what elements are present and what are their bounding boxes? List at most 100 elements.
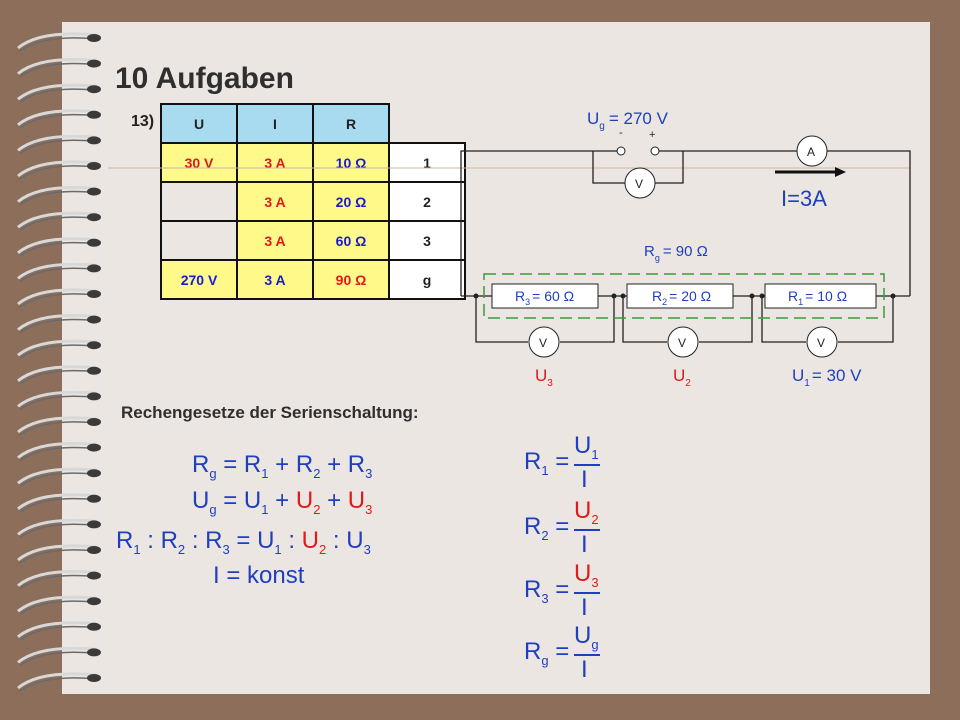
cell-index: 3 (388, 220, 466, 261)
cell-r: 10 Ω (312, 142, 390, 183)
ammeter-symbol: A (807, 145, 815, 159)
spiral-ring (17, 570, 97, 587)
spiral-ring (17, 595, 97, 613)
table-row: 3 A 60 Ω 3 (160, 220, 466, 261)
plus-sign: + (649, 129, 655, 141)
binding-hole (87, 674, 101, 682)
rg-dashed-box (483, 273, 885, 319)
spiral-ring (17, 186, 97, 203)
binding-hole (87, 136, 101, 145)
cell-i: 3 A (236, 220, 314, 261)
spiral-ring (17, 314, 97, 331)
u2-label: U2 (673, 366, 691, 389)
spiral-ring (17, 518, 97, 536)
binding-hole (87, 546, 101, 554)
spiral-ring (17, 416, 97, 434)
spiral-ring (17, 365, 97, 382)
spiral-ring (17, 646, 97, 664)
binding-hole (87, 622, 101, 631)
spiral-ring (17, 109, 97, 126)
binding-hole (87, 469, 101, 478)
r3-label: R3= 60 Ω (515, 288, 574, 307)
formula-ratio-chain: R1 : R2 : R3 = U1 : U2 : U3 (116, 527, 371, 557)
cell-index: 1 (388, 142, 466, 183)
ratio-lhs: R3 = (524, 576, 570, 606)
spiral-ring (17, 58, 97, 75)
ratio-denominator: I (581, 531, 588, 558)
spiral-ring (17, 339, 97, 357)
binding-hole (87, 597, 101, 606)
binding-hole (87, 418, 101, 426)
slide-title: 10 Aufgaben (115, 62, 294, 95)
minus-sign: - (619, 127, 623, 139)
binding-hole (87, 162, 101, 170)
cell-r: 60 Ω (312, 220, 390, 261)
table-header-row: U I R (160, 103, 465, 144)
spiral-ring (17, 237, 97, 254)
minus-terminal (616, 146, 626, 156)
fraction-bar (574, 464, 600, 466)
binding-hole (87, 187, 101, 196)
header-u: U (160, 103, 238, 144)
binding-hole (87, 264, 101, 273)
voltmeter-r2 (667, 326, 699, 358)
u3-label: U3 (535, 366, 553, 389)
voltmeter-symbol: V (539, 336, 547, 350)
cell-index: 2 (388, 181, 466, 222)
spiral-ring (17, 493, 97, 510)
spiral-ring (17, 467, 97, 485)
spiral-ring (17, 390, 97, 408)
spiral-ring (17, 621, 97, 638)
binding-hole (87, 110, 101, 119)
binding-hole (87, 315, 101, 324)
binding-hole (87, 85, 101, 94)
cell-i: 3 A (236, 259, 314, 300)
binding-hole (87, 648, 101, 657)
binding-hole (87, 34, 101, 42)
ratio-lhs: Rg = (524, 638, 570, 668)
spiral-binding (17, 32, 101, 692)
resistor-r2 (626, 283, 734, 309)
binding-hole (87, 341, 101, 350)
binding-hole (87, 520, 101, 529)
binding-hole (87, 494, 101, 503)
spiral-ring (17, 32, 97, 50)
current-arrowhead (835, 167, 846, 177)
table-row: 270 V 3 A 90 Ω g (160, 259, 466, 300)
cell-r: 90 Ω (312, 259, 390, 300)
resistor-r1 (764, 283, 877, 309)
spiral-ring (17, 134, 97, 152)
table-row: 30 V 3 A 10 Ω 1 (160, 142, 466, 183)
binding-hole (87, 290, 101, 298)
table-row: 3 A 20 Ω 2 (160, 181, 466, 222)
r2-label: R2= 20 Ω (652, 288, 711, 307)
formula-constant-current: I = konst (213, 562, 305, 589)
current-label: I=3A (781, 186, 827, 211)
rg-label: Rg= 90 Ω (644, 243, 708, 263)
resistor-r3 (491, 283, 599, 309)
voltmeter-source (624, 167, 656, 199)
u1-label: U1= 30 V (792, 366, 862, 389)
section-subtitle: Rechengesetze der Serienschaltung: (121, 403, 419, 422)
formula-voltage-sum: Ug = U1 + U2 + U3 (192, 487, 373, 517)
ratio-numerator: Ug (574, 622, 599, 652)
fraction-bar (574, 654, 600, 656)
cell-u (160, 181, 238, 222)
binding-hole (87, 213, 101, 222)
cell-r: 20 Ω (312, 181, 390, 222)
ratio-numerator: U1 (574, 432, 599, 462)
fraction-bar (574, 529, 600, 531)
ratio-denominator: I (581, 466, 588, 493)
spiral-ring (17, 544, 97, 562)
voltmeter-r1 (806, 326, 838, 358)
header-i: I (236, 103, 314, 144)
voltmeter-r3 (528, 326, 560, 358)
binding-hole (87, 392, 101, 401)
formula-resistance-sum: Rg = R1 + R2 + R3 (192, 451, 373, 481)
spiral-ring (17, 442, 97, 459)
cell-u (160, 220, 238, 261)
binding-hole (87, 443, 101, 452)
plus-terminal (650, 146, 660, 156)
ratio-denominator: I (581, 656, 588, 683)
